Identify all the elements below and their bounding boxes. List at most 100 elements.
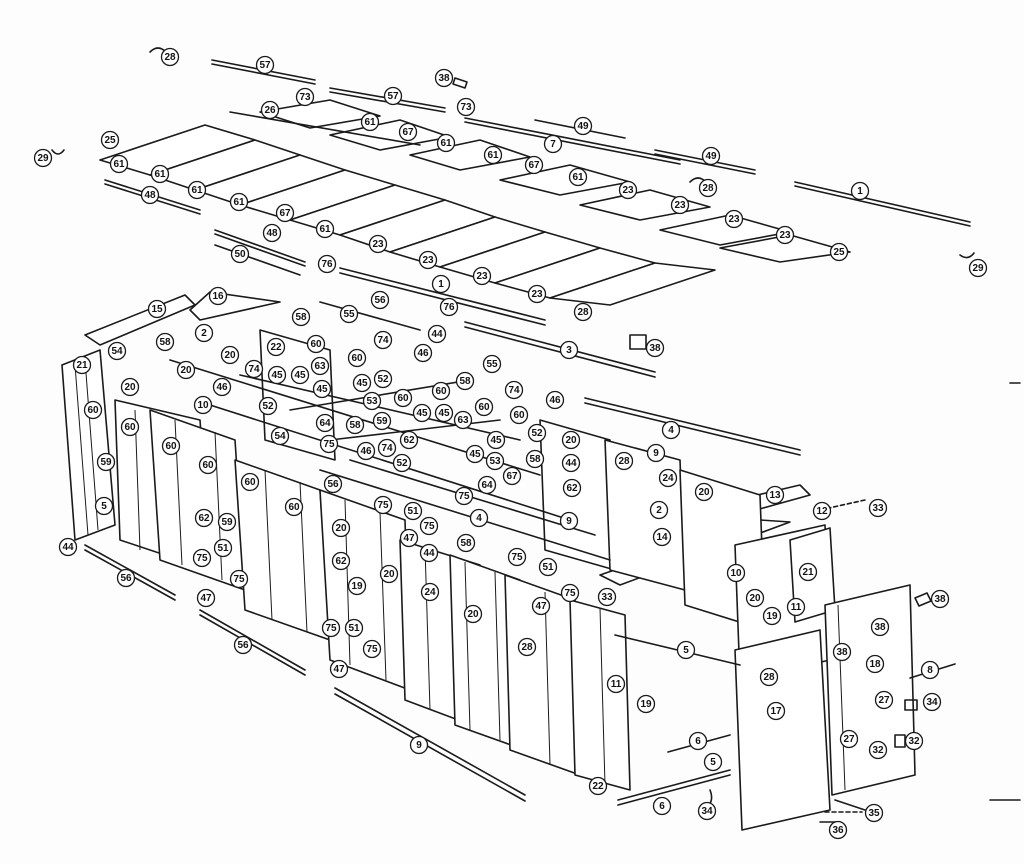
- callout-circle: [463, 604, 483, 624]
- callout-number: 47: [403, 533, 415, 544]
- callout-number: 47: [200, 593, 212, 604]
- callout-c-6b: 6: [652, 796, 672, 816]
- callout-number: 57: [259, 60, 271, 71]
- callout-c-27a: 27: [874, 690, 894, 710]
- callout-number: 48: [266, 228, 278, 239]
- callout-circle: [865, 654, 885, 674]
- callout-circle: [258, 396, 278, 416]
- callout-number: 60: [351, 353, 363, 364]
- callout-circle: [96, 452, 116, 472]
- callout-number: 28: [618, 456, 630, 467]
- callout-circle: [765, 485, 785, 505]
- callout-number: 27: [878, 695, 890, 706]
- callout-number: 23: [422, 255, 434, 266]
- callout-number: 33: [872, 503, 884, 514]
- callout-number: 29: [972, 263, 984, 274]
- callout-circle: [347, 348, 367, 368]
- callout-c-36: 36: [828, 820, 848, 840]
- callout-circle: [377, 438, 397, 458]
- callout-number: 62: [403, 435, 415, 446]
- callout-circle: [315, 413, 335, 433]
- callout-circle: [839, 729, 859, 749]
- callout-circle: [403, 501, 423, 521]
- callout-c-23g: 23: [472, 266, 492, 286]
- callout-c-75d: 75: [419, 516, 439, 536]
- callout-circle: [372, 411, 392, 431]
- callout-number: 45: [490, 435, 502, 446]
- callout-number: 62: [566, 483, 578, 494]
- callout-circle: [418, 250, 438, 270]
- callout-number: 21: [802, 567, 814, 578]
- callout-circle: [260, 100, 280, 120]
- callout-c-60f: 60: [83, 400, 103, 420]
- trim-rail-4-b: [584, 402, 801, 456]
- callout-circle: [545, 390, 565, 410]
- callout-c-61a: 61: [360, 112, 380, 132]
- callout-number: 45: [469, 449, 481, 460]
- callout-number: 61: [191, 185, 203, 196]
- callout-circle: [194, 323, 214, 343]
- callout-circle: [244, 359, 264, 379]
- callout-number: 28: [763, 672, 775, 683]
- callout-number: 53: [489, 456, 501, 467]
- callout-number: 24: [662, 473, 674, 484]
- callout-c-51b: 51: [213, 538, 233, 558]
- callout-number: 32: [908, 736, 920, 747]
- callout-circle: [920, 660, 940, 680]
- floor-rail-56b: [199, 609, 306, 671]
- callout-number: 15: [151, 304, 163, 315]
- callout-number: 60: [435, 386, 447, 397]
- trim-rail-48b-b: [214, 233, 306, 267]
- callout-circle: [645, 338, 665, 358]
- callout-circle: [419, 516, 439, 536]
- callout-number: 27: [843, 734, 855, 745]
- trim-rail-1a: [794, 181, 971, 223]
- callout-c-25b: 25: [829, 242, 849, 262]
- callout-number: 34: [701, 806, 713, 817]
- callout-c-29b: 29: [968, 258, 988, 278]
- callout-c-19b: 19: [762, 606, 782, 626]
- callout-circle: [652, 527, 672, 547]
- callout-number: 59: [376, 416, 388, 427]
- callout-circle: [109, 154, 129, 174]
- callout-c-22b: 22: [588, 776, 608, 796]
- callout-number: 26: [264, 105, 276, 116]
- callout-circle: [485, 451, 505, 471]
- wall-rib-11: [544, 591, 551, 766]
- callout-number: 22: [270, 342, 282, 353]
- callout-circle: [560, 583, 580, 603]
- callout-circle: [352, 373, 372, 393]
- callout-c-45f: 45: [434, 403, 454, 423]
- callout-circle: [270, 426, 290, 446]
- callout-number: 34: [926, 697, 938, 708]
- callout-number: 38: [874, 622, 886, 633]
- callout-circle: [573, 302, 593, 322]
- callout-number: 64: [481, 480, 493, 491]
- trim-rail-49c-b: [654, 153, 756, 175]
- callout-number: 61: [487, 150, 499, 161]
- callout-circle: [94, 496, 114, 516]
- callout-c-44a: 44: [427, 324, 447, 344]
- callout-number: 53: [366, 396, 378, 407]
- roof-panel-back-3: [409, 139, 531, 171]
- callout-c-45b: 45: [290, 365, 310, 385]
- callout-circle: [295, 87, 315, 107]
- callout-c-54b: 54: [270, 426, 290, 446]
- callout-number: 74: [248, 364, 260, 375]
- callout-c-57a: 57: [255, 55, 275, 75]
- callout-circle: [434, 68, 454, 88]
- trim-rail-3: [464, 321, 656, 373]
- callout-circle: [606, 674, 626, 694]
- callout-circle: [456, 97, 476, 117]
- callout-c-47c: 47: [531, 596, 551, 616]
- trim-rail-4: [584, 397, 801, 451]
- callout-number: 56: [374, 295, 386, 306]
- callout-c-28d: 28: [614, 451, 634, 471]
- callout-c-9c: 9: [409, 735, 429, 755]
- callout-number: 49: [705, 151, 717, 162]
- callout-c-50: 50: [230, 244, 250, 264]
- callout-c-60j: 60: [198, 455, 218, 475]
- callout-circle: [208, 286, 228, 306]
- callout-circle: [455, 371, 475, 391]
- callout-circle: [140, 185, 160, 205]
